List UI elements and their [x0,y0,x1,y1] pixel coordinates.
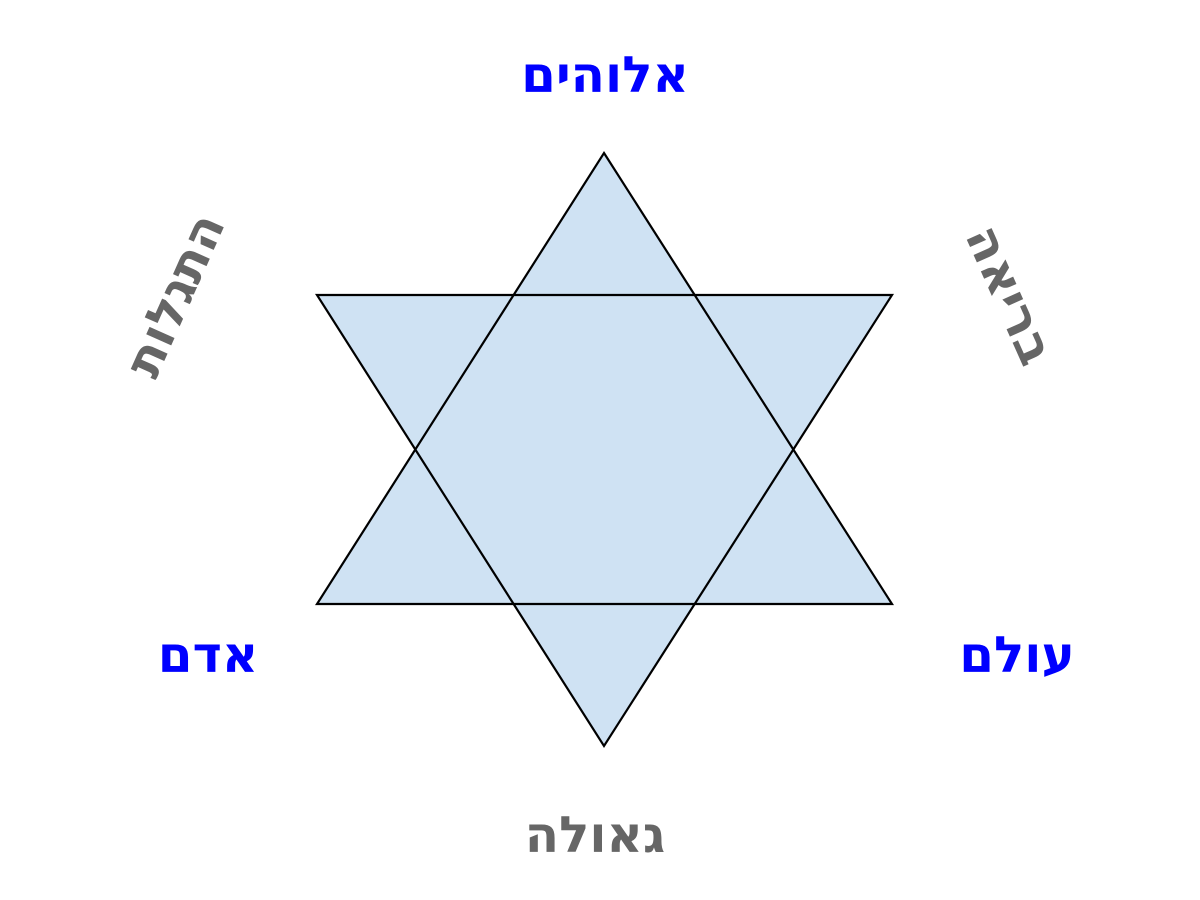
label-top: אלוהים [521,46,689,104]
label-bottom: גאולה [524,806,666,864]
label-bottom-left: אדם [157,626,259,684]
downward-triangle [317,295,892,746]
upward-triangle-outline [314,150,895,606]
downward-triangle-outline [314,293,895,749]
label-bottom-right: עולם [959,626,1075,684]
